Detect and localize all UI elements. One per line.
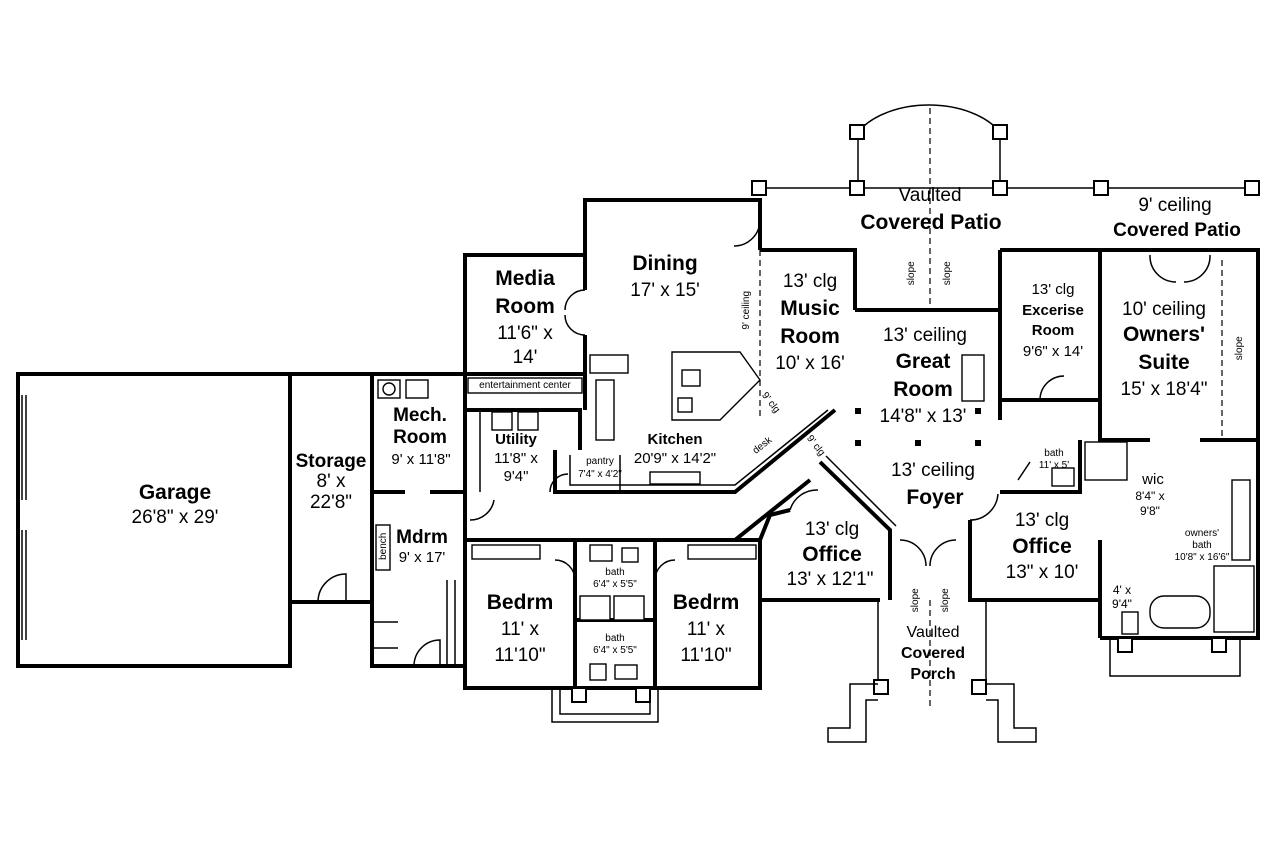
- left-bedroom-size-line1: 11' x: [500, 619, 540, 640]
- dining-size: 17' x 15': [630, 280, 700, 301]
- music-room-size: 10' x 16': [775, 353, 845, 374]
- media-room-name-line1: Media: [495, 267, 555, 290]
- music-room-walls: [760, 248, 1000, 312]
- exercise-room-ceiling: 13' clg: [1031, 281, 1075, 298]
- right-office-size: 13" x 10': [1005, 562, 1079, 583]
- left-bedroom-size-line2: 11'10": [494, 645, 546, 666]
- bath-small-walls: [1000, 440, 1082, 494]
- foyer-name: Foyer: [906, 486, 964, 509]
- exercise-room-name-line2: Room: [1031, 322, 1075, 339]
- slope-note-1: slope: [905, 261, 917, 286]
- utility-name: Utility: [495, 431, 537, 448]
- porch-line3: Porch: [910, 666, 956, 683]
- right-bedroom-name: Bedrm: [672, 591, 740, 614]
- right-office-walls: [968, 493, 1102, 602]
- bedrooms-walls: [463, 538, 762, 723]
- right-office-ceiling: 13' clg: [1014, 510, 1070, 531]
- closet-size-line2: 9'4": [1112, 597, 1132, 611]
- left-office-name: Office: [802, 543, 862, 566]
- right-bedroom-size-line1: 11' x: [686, 619, 726, 640]
- owners-bath-size: 10'8" x 16'6": [1174, 552, 1230, 563]
- music-room-name-line1: Music: [780, 297, 840, 320]
- slope-note-2: slope: [941, 261, 953, 286]
- owners-suite-size: 15' x 18'4": [1120, 379, 1208, 400]
- music-room-ceiling: 13' clg: [782, 271, 838, 292]
- great-room-name-line1: Great: [895, 350, 951, 373]
- left-bedroom-name: Bedrm: [486, 591, 554, 614]
- mdrm-name: Mdrm: [396, 527, 448, 548]
- media-room-name-line2: Room: [495, 295, 555, 318]
- utility-walls: [463, 410, 569, 493]
- small-bath-name: bath: [1044, 448, 1064, 459]
- storage-name: Storage: [295, 451, 367, 472]
- great-room-ceiling: 13' ceiling: [883, 325, 967, 346]
- foyer-ceiling: 13' ceiling: [891, 460, 975, 481]
- great-room-name-line2: Room: [893, 378, 953, 401]
- utility-size-line1: 11'8" x: [494, 450, 538, 467]
- music-room-name-line2: Room: [780, 325, 840, 348]
- dining-name: Dining: [632, 252, 698, 275]
- covered-patio: [751, 104, 1260, 310]
- storage-size-line2: 22'8": [309, 492, 353, 513]
- great-room-size: 14'8" x 13': [879, 406, 967, 427]
- dining-ceiling-note: 9' ceiling: [740, 290, 752, 330]
- media-room-size-line2: 14': [512, 347, 538, 368]
- wic-name: wic: [1142, 471, 1164, 488]
- mech-room-name-line1: Mech.: [393, 405, 447, 426]
- closet-size-line1: 4' x: [1112, 583, 1132, 597]
- kitchen-name: Kitchen: [647, 431, 703, 448]
- owners-bath-name-line2: bath: [1192, 540, 1212, 551]
- bench-label: bench: [377, 532, 389, 560]
- kitchen-counter: [553, 408, 837, 494]
- garage-size: 26'8" x 29': [131, 507, 219, 528]
- patio-9-line2: Covered Patio: [1113, 220, 1241, 241]
- owners-bath-name-line1: owners': [1184, 528, 1220, 539]
- owners-suite-ceiling: 10' ceiling: [1122, 299, 1206, 320]
- media-room-size-line1: 11'6" x: [497, 323, 553, 344]
- right-office-name: Office: [1012, 535, 1072, 558]
- porch-line1: Vaulted: [906, 624, 960, 641]
- entertainment-center-label: entertainment center: [479, 380, 571, 391]
- top-bath-name: bath: [605, 567, 625, 578]
- pantry-name: pantry: [586, 456, 614, 467]
- right-bedroom-size-line2: 11'10": [680, 645, 732, 666]
- covered-porch: [827, 539, 1037, 743]
- utility-size-line2: 9'4": [503, 468, 529, 485]
- slope-note-3: slope: [1233, 336, 1245, 361]
- slope-note-4: slope: [909, 588, 921, 613]
- dining-kitchen-walls: [465, 198, 762, 450]
- bottom-bath-size: 6'4" x 5'5": [593, 645, 637, 656]
- hall-walls: [463, 478, 812, 542]
- storage-size-line1: 8' x: [316, 471, 346, 492]
- bottom-bath-name: bath: [605, 633, 625, 644]
- vaulted-patio-line2: Covered Patio: [860, 211, 1002, 234]
- left-office-size: 13' x 12'1": [786, 569, 874, 590]
- mech-room-name-line2: Room: [393, 427, 447, 448]
- wic-size-line2: 9'8": [1140, 504, 1160, 518]
- mech-room-size: 9' x 11'8": [391, 451, 451, 468]
- vaulted-patio-line1: Vaulted: [898, 185, 962, 206]
- exercise-room-name-line1: Excerise: [1022, 302, 1084, 319]
- patio-9-line1: 9' ceiling: [1138, 195, 1212, 216]
- porch-line2: Covered: [900, 645, 966, 662]
- slope-note-5: slope: [939, 588, 951, 613]
- left-office-walls: [758, 455, 897, 602]
- kitchen-size: 20'9" x 14'2": [633, 450, 717, 467]
- garage-name: Garage: [138, 481, 212, 504]
- owners-suite-name-line1: Owners': [1122, 323, 1206, 346]
- top-bath-size: 6'4" x 5'5": [593, 579, 637, 590]
- small-bath-size: 11' x 5': [1038, 460, 1070, 471]
- media-room-walls: [463, 253, 587, 394]
- pantry-size: 7'4" x 4'2": [578, 469, 622, 480]
- owners-suite-name-line2: Suite: [1138, 351, 1190, 374]
- mdrm-size: 9' x 17': [398, 549, 446, 566]
- left-office-ceiling: 13' clg: [804, 519, 860, 540]
- exercise-room-walls: [1000, 248, 1102, 402]
- exercise-room-size: 9'6" x 14': [1022, 343, 1084, 360]
- great-room-walls: [855, 250, 1002, 446]
- wic-size-line1: 8'4" x: [1135, 489, 1165, 503]
